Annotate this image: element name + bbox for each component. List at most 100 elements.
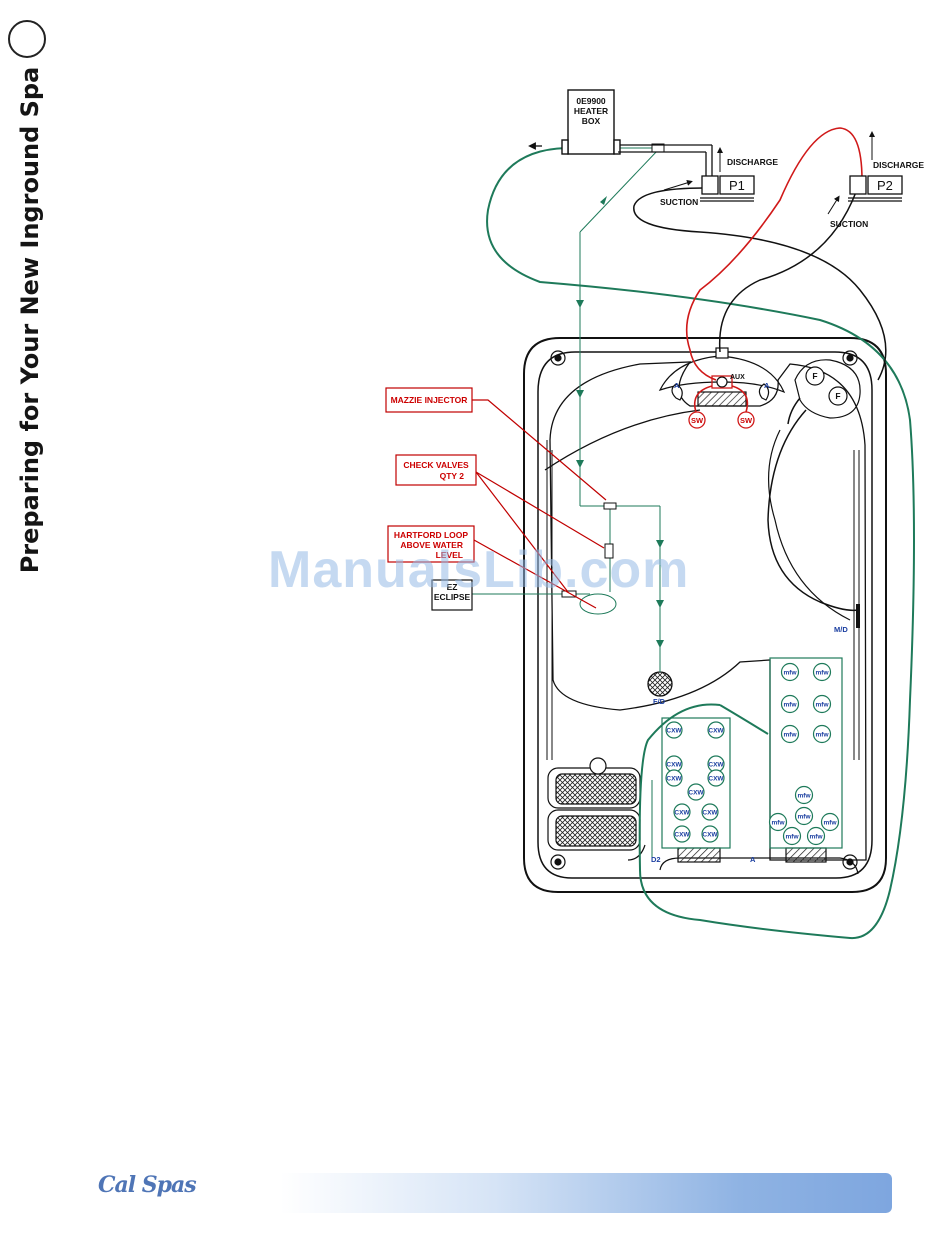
jet-circle	[794, 806, 814, 826]
sw-fittings	[688, 375, 755, 429]
pump-p2-name: P2	[877, 178, 893, 193]
callout-hartford-loop	[387, 525, 597, 609]
callout-mazzie-injector	[385, 387, 607, 501]
heater-box-label-2: BOX	[582, 116, 601, 126]
spa-lounge-curve	[768, 429, 851, 621]
callout-check-valves	[395, 454, 605, 593]
sw-label-left: SW	[691, 416, 704, 425]
f-label-2: F	[835, 391, 840, 401]
jet-circle	[780, 662, 800, 682]
fd-label: F/D	[653, 697, 666, 706]
jet-circle	[701, 803, 719, 821]
d2-label: D2	[651, 855, 661, 864]
jet-label: mfw	[798, 792, 812, 799]
jet-circle	[812, 694, 832, 714]
sw-label-right: SW	[740, 416, 753, 425]
jet-label: CXW	[702, 831, 718, 838]
page-number-circle	[8, 20, 46, 58]
jet-label: mfw	[784, 731, 798, 738]
jet-circle	[820, 812, 840, 832]
jet-circle	[707, 721, 725, 739]
jet-label: mfw	[772, 819, 786, 826]
jet-circle	[780, 694, 800, 714]
jet-label: CXW	[674, 809, 690, 816]
jet-label: mfw	[816, 731, 830, 738]
jet-label: CXW	[674, 831, 690, 838]
jet-label: CXW	[666, 761, 682, 768]
pump-p1-suction-label: SUCTION	[660, 197, 698, 207]
jet-circle	[665, 769, 683, 787]
hartford-loop-label-0: HARTFORD LOOP	[394, 530, 468, 540]
heater-box-label-0: 0E9900	[576, 96, 606, 106]
heater-box-label-1: HEATER	[574, 106, 608, 116]
check-valves-label-1: QTY 2	[440, 471, 465, 481]
a-label-right: A	[764, 381, 770, 390]
jet-label: mfw	[816, 669, 830, 676]
jet-circle	[780, 724, 800, 744]
jet-label: CXW	[708, 761, 724, 768]
jet-circle	[782, 826, 802, 846]
jet-label: CXW	[666, 727, 682, 734]
discharge-lines	[685, 127, 863, 413]
hartford-loop-label-2: LEVEL	[436, 550, 463, 560]
cxw-jets: CXW CXW CXW CXW CXW CXW CXW CXW CXW CXW CXW	[665, 721, 725, 843]
jet-label: CXW	[708, 775, 724, 782]
hartford-loop-coil	[579, 593, 617, 615]
jet-label: CXW	[666, 775, 682, 782]
pump-p1-discharge-label: DISCHARGE	[727, 157, 778, 167]
ez-eclipse-label-1: ECLIPSE	[434, 592, 471, 602]
jet-label: mfw	[816, 701, 830, 708]
pump-p2-suction-label: SUCTION	[830, 219, 868, 229]
jet-circle	[687, 783, 705, 801]
jet-circle	[701, 825, 719, 843]
heater-return-line	[486, 147, 915, 940]
jet-label: mfw	[784, 701, 798, 708]
filter-area	[794, 359, 861, 419]
jet-group-mfw	[769, 657, 843, 849]
floor-drain	[647, 671, 673, 697]
hartford-loop-label-1: ABOVE WATER	[400, 540, 463, 550]
heater-box	[561, 89, 621, 155]
jet-circle	[806, 826, 826, 846]
spa-inner-outline	[537, 351, 873, 879]
cal-spas-logo: Cal Spas	[98, 1172, 197, 1198]
mazzie-injector-label: MAZZIE INJECTOR	[391, 395, 468, 405]
pump-p1	[700, 175, 755, 202]
jet-circle	[673, 803, 691, 821]
jet-label: mfw	[784, 669, 798, 676]
jet-label: CXW	[688, 789, 704, 796]
corner-fittings	[550, 350, 858, 870]
jet-label: mfw	[824, 819, 838, 826]
jet-circle	[768, 812, 788, 832]
check-valves-label-0: CHECK VALVES	[403, 460, 469, 470]
water-lines	[486, 147, 915, 940]
md-label: M/D	[834, 625, 848, 634]
jet-group-cxw	[661, 717, 731, 849]
suction-lines	[633, 187, 887, 612]
jet-circle	[665, 721, 683, 739]
jet-label: CXW	[708, 727, 724, 734]
watermark: ManualsLib.com	[268, 541, 690, 599]
spa-outer-outline	[523, 337, 887, 893]
heater-plumbing	[528, 142, 713, 178]
pump-p1-name: P1	[729, 178, 745, 193]
fittings	[561, 143, 665, 598]
spa-seat-curve	[544, 409, 701, 471]
ez-eclipse-label-0: EZ	[447, 582, 458, 592]
jet-circle	[794, 785, 814, 805]
flow-arrows	[576, 196, 664, 648]
jet-circle	[812, 662, 832, 682]
jet-circle	[673, 825, 691, 843]
aux-label: AUX	[730, 374, 745, 381]
jet-label: mfw	[786, 833, 800, 840]
jet-circle	[812, 724, 832, 744]
mfw-supply-line	[719, 704, 769, 735]
jet-circle	[707, 769, 725, 787]
jet-label: CXW	[702, 809, 718, 816]
f-label-1: F	[812, 371, 817, 381]
skimmer-area	[658, 347, 786, 407]
ez-eclipse-box	[431, 579, 473, 611]
a-label-bottom: A	[750, 855, 756, 864]
